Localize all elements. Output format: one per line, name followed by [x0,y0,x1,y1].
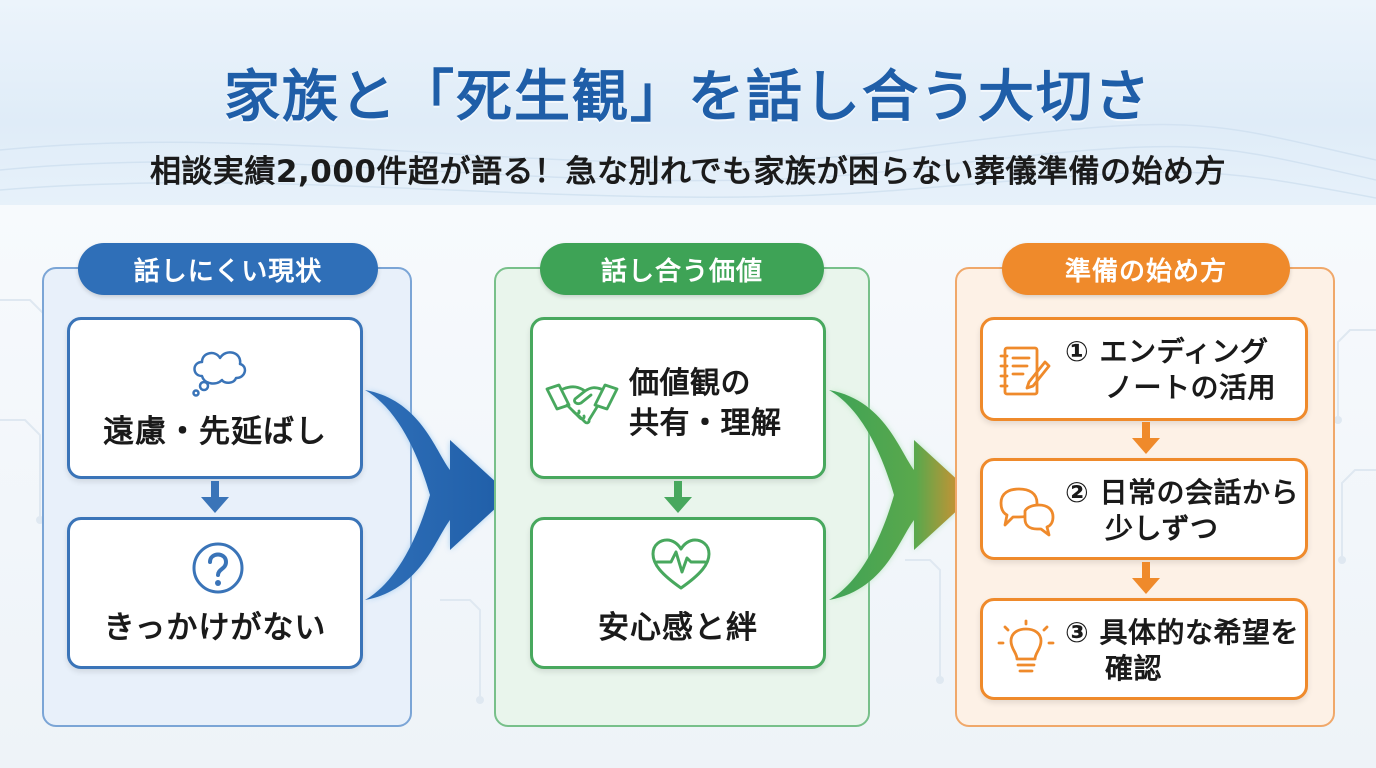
thought-cloud-icon [192,351,247,397]
question-icon [192,542,244,594]
card-ending-note: ① エンディング ノートの活用 [980,317,1308,421]
chat-bubbles-icon [999,487,1055,537]
flow-arrow-green [829,390,974,600]
card-no-opportunity: きっかけがない [67,517,363,669]
card-daily-conversation: ② 日常の会話から 少しずつ [980,458,1308,560]
card-shared-values: 価値観の 共有・理解 [530,317,826,479]
card-specific-wishes: ③ 具体的な希望を 確認 [980,598,1308,700]
card-hesitation: 遠慮・先延ばし [67,317,363,479]
down-arrow-orange-1 [1132,422,1160,454]
card-no-opportunity-text: きっかけがない [103,610,327,646]
flow-arrow-blue [365,390,510,600]
card-hesitation-text: 遠慮・先延ばし [103,414,327,450]
label-how-to-start: 準備の始め方 [1002,243,1290,295]
down-arrow-orange-2 [1132,562,1160,594]
lightbulb-icon [997,619,1055,673]
label-value: 話し合う価値 [540,243,824,295]
card-peace-of-mind-text: 安心感と絆 [598,610,758,646]
down-arrow-green [664,481,692,513]
down-arrow-blue [201,481,229,513]
page-subtitle: 相談実績2,000件超が語る！急な別れでも家族が困らない葬儀準備の始め方 [149,154,1227,190]
notebook-icon [999,346,1051,396]
card-daily-conversation-text: ② 日常の会話から 少しずつ [1065,476,1299,545]
card-peace-of-mind: 安心感と絆 [530,517,826,669]
label-current-state: 話しにくい現状 [78,243,378,295]
handshake-icon [545,383,619,425]
page-title: 家族と「死生観」を話し合う大切さ [224,65,1152,130]
heartbeat-icon [651,538,711,590]
card-shared-values-text: 価値観の 共有・理解 [629,366,782,441]
card-ending-note-text: ① エンディング ノートの活用 [1065,335,1277,404]
card-specific-wishes-text: ③ 具体的な希望を 確認 [1065,616,1299,685]
